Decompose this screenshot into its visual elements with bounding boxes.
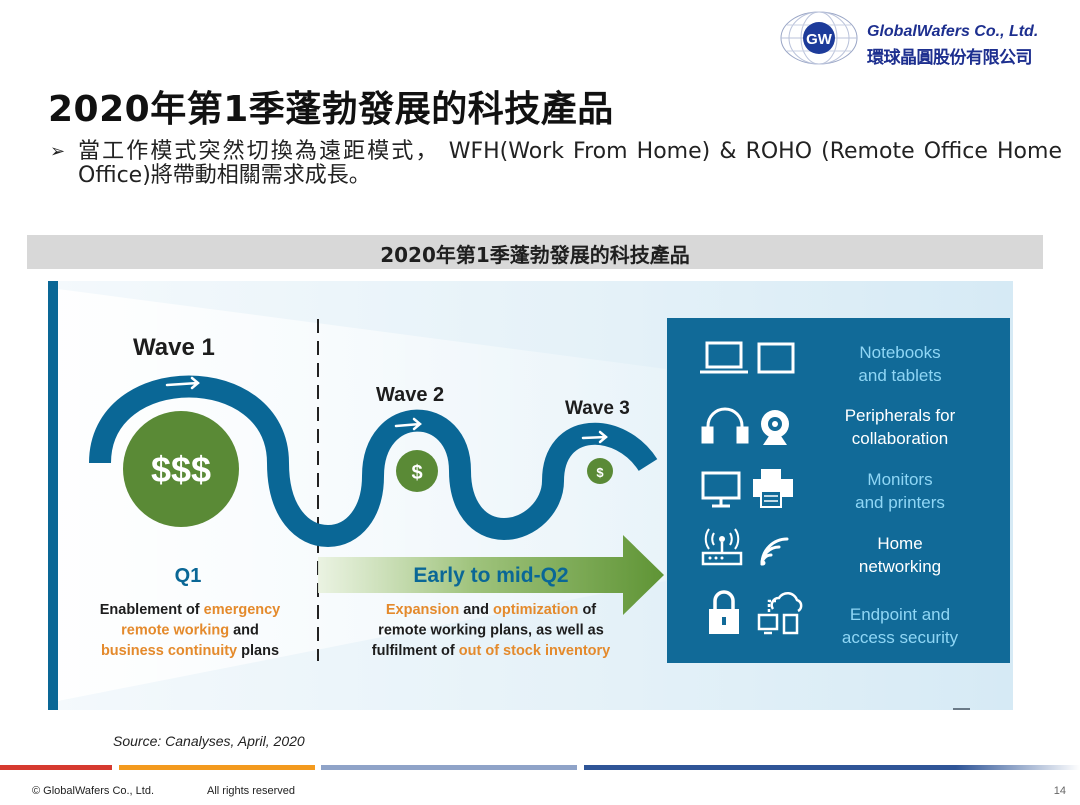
product-label-line: Endpoint and xyxy=(850,605,950,624)
laptop-icon xyxy=(700,341,748,374)
footer-copyright: © GlobalWafers Co., Ltd. xyxy=(32,785,155,797)
lock-icon xyxy=(709,590,739,634)
page-title: 2020年第1季蓬勃發展的科技產品 xyxy=(48,89,614,130)
product-label-line: collaboration xyxy=(852,429,948,448)
left-accent-bar xyxy=(48,281,58,710)
headphones-icon xyxy=(701,407,749,444)
section-banner: 2020年第1季蓬勃發展的科技產品 xyxy=(27,235,1043,269)
monitor-icon xyxy=(701,471,741,508)
footer-bar-navy xyxy=(584,765,1080,770)
bullet-point: ➢ 當工作模式突然切換為遠距模式， WFH(Work From Home) & … xyxy=(50,140,1062,188)
phase2-description: Expansion and optimization of remote work… xyxy=(372,602,610,659)
globe-logo-icon: GW xyxy=(780,11,858,65)
footer-bar-red xyxy=(0,765,112,770)
tablet-icon xyxy=(757,342,795,374)
bullet-text: 當工作模式突然切換為遠距模式， WFH(Work From Home) & RO… xyxy=(78,139,1062,188)
wave2-coin-text: $ xyxy=(411,462,422,484)
product-networking-label: Home networking xyxy=(859,534,941,576)
phase1-label: Q1 xyxy=(175,565,202,587)
arrow-bullet-icon: ➢ xyxy=(50,141,66,162)
phase1-description: Enablement of emergency remote working an… xyxy=(100,602,281,659)
company-logo: GW GlobalWafers Co., Ltd. 環球晶圓股份有限公司 xyxy=(779,10,1069,70)
product-label-line: and tablets xyxy=(858,366,941,385)
phase2-desc-line: Expansion and optimization of xyxy=(386,602,596,618)
phase2-label: Early to mid-Q2 xyxy=(413,564,568,587)
wave3-coin-text: $ xyxy=(596,465,604,480)
banner-title: 2020年第1季蓬勃發展的科技產品 xyxy=(380,243,690,267)
logo-company-english: GlobalWafers Co., Ltd. xyxy=(867,23,1039,40)
footer-bar-orange xyxy=(119,765,315,770)
products-panel xyxy=(667,318,1010,663)
wave1-label: Wave 1 xyxy=(133,334,215,361)
wave3-coin: $ xyxy=(587,458,613,484)
wave-direction-arrows xyxy=(165,376,608,444)
product-label-line: Notebooks xyxy=(859,343,940,362)
product-label-line: Peripherals for xyxy=(845,406,956,425)
wave-line xyxy=(89,375,658,548)
phase1-desc-line: Enablement of emergency xyxy=(100,602,281,618)
product-notebooks-label: Notebooks and tablets xyxy=(858,343,941,385)
page-number: 14 xyxy=(1053,785,1066,797)
source-citation: Source: Canalyses, April, 2020 xyxy=(113,733,305,749)
product-label-line: networking xyxy=(859,557,941,576)
wave2-coin: $ xyxy=(396,450,438,492)
phase1-desc-line: business continuity plans xyxy=(101,643,279,659)
progress-arrow xyxy=(318,535,664,615)
phase2-desc-line: fulfilment of out of stock inventory xyxy=(372,643,610,659)
product-label-line: and printers xyxy=(855,493,945,512)
wave1-coin: $$$ xyxy=(123,411,239,527)
product-peripherals-label: Peripherals for collaboration xyxy=(845,406,956,448)
product-label-line: Home xyxy=(877,534,922,553)
logo-company-chinese: 環球晶圓股份有限公司 xyxy=(867,48,1033,68)
wave-infographic: $$$ $ $ Wave 1 Wave 2 Wave 3 Q1 Early to… xyxy=(48,281,1013,710)
cloud-devices-icon xyxy=(757,591,803,635)
wave2-label: Wave 2 xyxy=(376,384,444,406)
product-label-line: Monitors xyxy=(867,470,932,489)
phase2-desc-line: remote working plans, as well as xyxy=(378,623,604,639)
webcam-icon xyxy=(761,410,789,445)
router-icon xyxy=(701,528,743,566)
product-monitors-label: Monitors and printers xyxy=(855,470,945,512)
printer-icon xyxy=(753,469,793,508)
phase1-desc-line: remote working and xyxy=(121,623,259,639)
wave1-coin-text: $$$ xyxy=(151,449,211,490)
wave3-label: Wave 3 xyxy=(565,398,630,419)
product-security-label: Endpoint and access security xyxy=(842,605,959,647)
logo-mark: GW xyxy=(806,31,833,48)
footer-color-bars xyxy=(0,765,1080,770)
product-label-line: access security xyxy=(842,628,959,647)
wifi-icon xyxy=(760,537,789,566)
footer-rights: All rights reserved xyxy=(207,785,296,797)
footer-bar-lightblue xyxy=(321,765,577,770)
